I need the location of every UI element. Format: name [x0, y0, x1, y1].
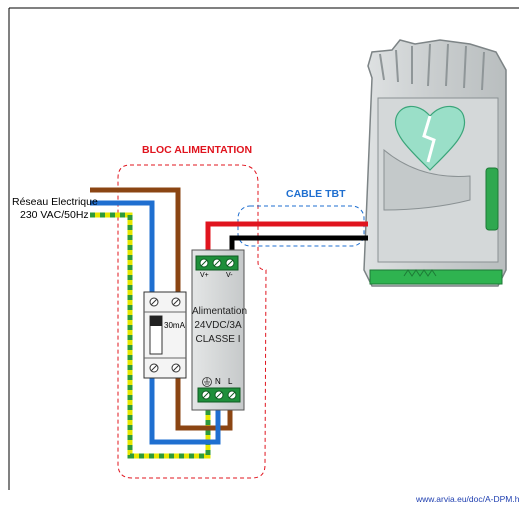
device-base-strip [369, 269, 503, 285]
psu-label-line1: Alimentation [192, 306, 248, 317]
wire-brown-out [175, 378, 233, 431]
differential-breaker [143, 291, 187, 379]
device-handle [485, 167, 499, 231]
wire-brown-in [90, 187, 181, 292]
power-supply [191, 249, 245, 411]
psu-terminal-vplus: V+ [200, 272, 209, 279]
wire-red-dc [205, 221, 368, 258]
wire-blue-out [149, 378, 221, 445]
bloc-alimentation-label: BLOC ALIMENTATION [142, 144, 253, 156]
source-label-line2: 230 VAC/50Hz [20, 209, 89, 221]
heart-icon [394, 105, 466, 171]
psu-label-line3: CLASSE I [195, 334, 241, 345]
ground-icon [202, 377, 212, 387]
source-label-line1: Réseau Electrique [12, 196, 98, 208]
wire-blue-in [90, 200, 155, 292]
wall-device [363, 39, 507, 287]
psu-terminal-l: L [228, 377, 233, 386]
breaker-rating-label: 30mA [164, 321, 185, 330]
bloc-outline [117, 164, 267, 479]
psu-terminal-vminus: V- [226, 272, 233, 279]
cable-tbt-label: CABLE TBT [286, 188, 346, 200]
wire-black-dc [229, 235, 368, 258]
footer-url-link[interactable]: www.arvia.eu/doc/A-DPM.html [416, 494, 519, 504]
psu-terminal-n: N [215, 377, 221, 386]
psu-label-line2: 24VDC/3A [194, 320, 242, 331]
